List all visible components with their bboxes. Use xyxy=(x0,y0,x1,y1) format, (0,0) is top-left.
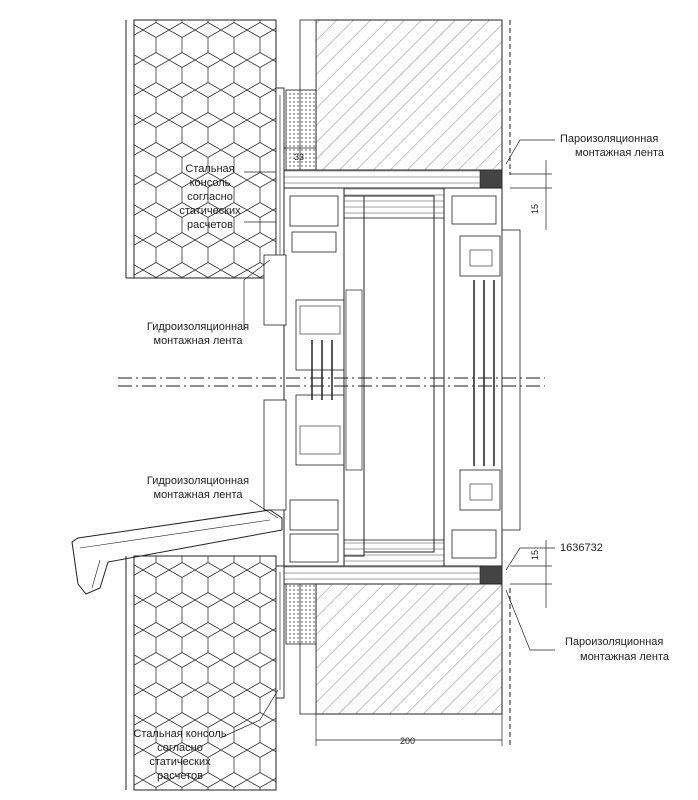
label-hydro-top-line2: монтажная лента xyxy=(154,335,244,347)
dimension-200: 200 xyxy=(315,714,503,746)
glazing-cavity xyxy=(363,195,435,553)
dimension-33: 33 xyxy=(283,143,317,162)
label-vapor-top: Пароизоляционная монтажная лента xyxy=(560,133,665,159)
label-vapor-top-line2: монтажная лента xyxy=(575,147,665,159)
foam-band-bottom xyxy=(283,565,503,585)
label-steel-top-line4: статических xyxy=(179,205,241,217)
sash-left xyxy=(343,195,365,557)
label-steel-top-line5: расчетов xyxy=(187,219,233,231)
concrete-wall-top xyxy=(285,19,511,175)
label-steel-bottom-line4: расчетов xyxy=(157,770,203,782)
insulation-bottom xyxy=(125,555,277,791)
foam-band-top xyxy=(283,169,503,189)
label-vapor-bottom-line2: монтажная лента xyxy=(580,651,670,663)
label-steel-top-line3: согласно xyxy=(187,191,233,203)
label-code: 1636732 xyxy=(560,542,603,554)
label-steel-bottom: Стальная консоль согласно статических ра… xyxy=(133,728,226,782)
label-steel-top-line2: консоль xyxy=(190,177,231,189)
dimension-15-bottom-text: 15 xyxy=(530,550,540,560)
label-hydro-top-line1: Гидроизоляционная xyxy=(147,321,249,333)
label-vapor-top-line1: Пароизоляционная xyxy=(560,133,658,145)
label-hydro-bottom: Гидроизоляционная монтажная лента xyxy=(147,475,249,501)
steel-console-top xyxy=(275,87,285,279)
dimension-15-top-text: 15 xyxy=(530,204,540,214)
label-vapor-bottom-line1: Пароизоляционная xyxy=(565,636,663,648)
label-hydro-top: Гидроизоляционная монтажная лента xyxy=(147,321,249,347)
label-hydro-bottom-line1: Гидроизоляционная xyxy=(147,475,249,487)
window-sill xyxy=(71,509,283,595)
label-vapor-bottom: Пароизоляционная монтажная лента xyxy=(565,636,670,663)
insulation-top xyxy=(125,19,277,279)
dimension-15-top: 15 xyxy=(510,160,552,230)
dimension-15-bottom: 15 xyxy=(510,540,552,608)
label-steel-top: Стальная консоль согласно статических ра… xyxy=(179,163,241,231)
label-steel-bottom-line1: Стальная консоль xyxy=(133,728,226,740)
break-line xyxy=(118,377,545,387)
label-steel-bottom-line2: согласно xyxy=(157,742,203,754)
label-steel-top-line1: Стальная xyxy=(185,163,234,175)
concrete-wall-bottom xyxy=(285,583,511,745)
label-steel-bottom-line3: статических xyxy=(149,756,211,768)
window-frame-right xyxy=(443,187,521,567)
window-frame-left xyxy=(263,187,347,567)
steel-console-bottom xyxy=(275,565,285,699)
dimension-200-text: 200 xyxy=(400,736,415,746)
dimension-33-text: 33 xyxy=(294,152,304,162)
label-code-text: 1636732 xyxy=(560,542,603,554)
label-hydro-bottom-line2: монтажная лента xyxy=(154,489,244,501)
leader-lines xyxy=(219,139,555,739)
